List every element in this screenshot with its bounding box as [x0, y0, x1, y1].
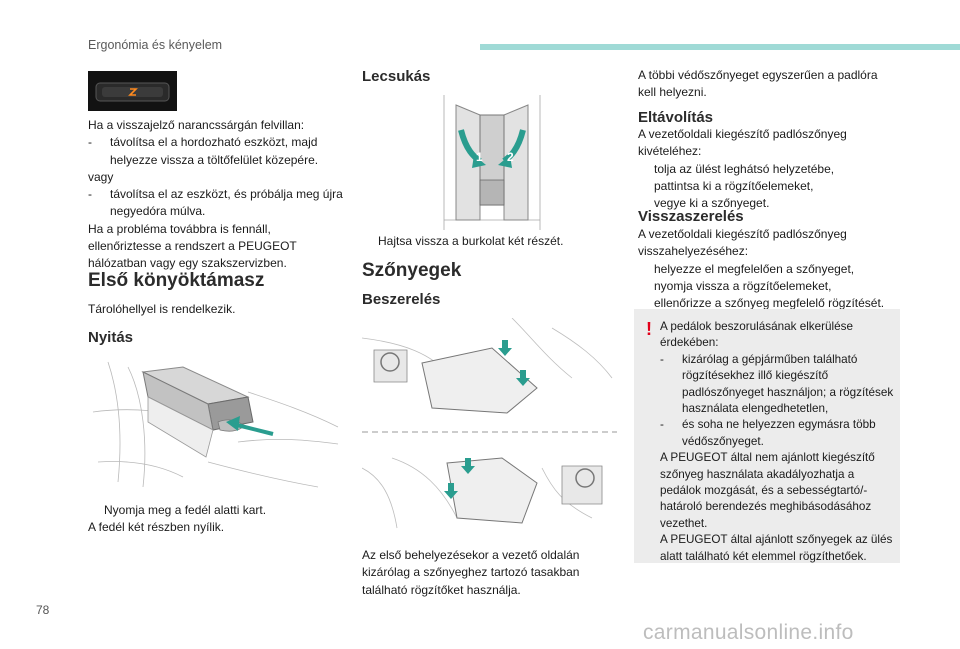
mats-section-title: Szőnyegek — [362, 260, 462, 281]
removal-step-3: vegye ki a szőnyeget. — [654, 196, 770, 211]
indicator-intro-text: Ha a visszajelző narancssárgán felvillan… — [88, 118, 305, 132]
removal-title: Eltávolítás — [638, 109, 714, 126]
warning-paragraph-1: A PEUGEOT által nem ajánlott kiegészítő … — [660, 451, 875, 530]
opening-note: A fedél két részben nyílik. — [88, 520, 225, 534]
warning-box — [634, 309, 900, 563]
armrest-closing-illustration — [436, 95, 548, 230]
floor-mat-installation-illustration — [362, 318, 617, 529]
refit-step-1: helyezze el megfelelően a szőnyeget, — [654, 261, 855, 276]
other-mats-text: A többi védőszőnyeget egyszerűen a padló… — [638, 68, 878, 100]
warning-rule-1: - kizárólag a gépjárműben található rögz… — [660, 352, 894, 416]
lowering-instruction: Hajtsa vissza a burkolat két részét. — [378, 234, 564, 248]
indicator-step-1: - távolítsa el a hordozható eszközt, maj… — [88, 135, 319, 167]
header-accent-bar — [480, 44, 960, 50]
or-text: vagy — [88, 169, 114, 184]
refit-title: Visszaszerelés — [638, 208, 744, 225]
opening-instruction: Nyomja meg a fedél alatti kart. — [104, 503, 267, 517]
indicator-outro-text: Ha a probléma továbbra is fennáll, ellen… — [88, 221, 297, 271]
removal-step-2: pattintsa ki a rögzítőelemeket, — [654, 178, 814, 193]
installation-text: Az első behelyezésekor a vezető oldalán … — [362, 548, 580, 597]
armrest-section-title: Első könyöktámasz — [88, 270, 265, 291]
armrest-opening-illustration — [92, 361, 339, 488]
refit-intro: A vezetőoldali kiegészítő padlószőnyeg v… — [638, 227, 847, 259]
removal-intro: A vezetőoldali kiegészítő padlószőnyeg k… — [638, 127, 847, 159]
removal-step-1: tolja az ülést leghátsó helyzetébe, — [654, 161, 835, 176]
step-label-1: 1 — [476, 150, 483, 164]
indicator-step-2: - távolítsa el az eszközt, és próbálja m… — [88, 187, 343, 219]
section-header-title: Ergonómia és kényelem — [88, 38, 223, 52]
watermark-text: carmanualsonline.info — [643, 621, 854, 644]
lowering-title: Lecsukás — [362, 68, 431, 85]
refit-step-3: ellenőrizze a szőnyeg megfelelő rögzítés… — [654, 296, 885, 311]
opening-title: Nyitás — [88, 329, 134, 346]
warning-intro: A pedálok beszorulásának elkerülése érde… — [660, 320, 853, 350]
warning-paragraph-2: A PEUGEOT által ajánlott szőnyegek az ül… — [660, 533, 893, 563]
installation-title: Beszerelés — [362, 291, 441, 308]
charging-indicator-image — [88, 71, 177, 111]
warning-exclamation-icon: ! — [646, 319, 652, 339]
step-label-2: 2 — [507, 150, 514, 164]
warning-rule-2: - és soha ne helyezzen egymásra több véd… — [660, 418, 876, 448]
refit-step-2: nyomja vissza a rögzítőelemeket, — [654, 278, 832, 293]
armrest-section-text: Tárolóhellyel is rendelkezik. — [88, 302, 236, 316]
warning-text-block: A pedálok beszorulásának elkerülése érde… — [660, 319, 896, 565]
page-number: 78 — [36, 603, 50, 617]
